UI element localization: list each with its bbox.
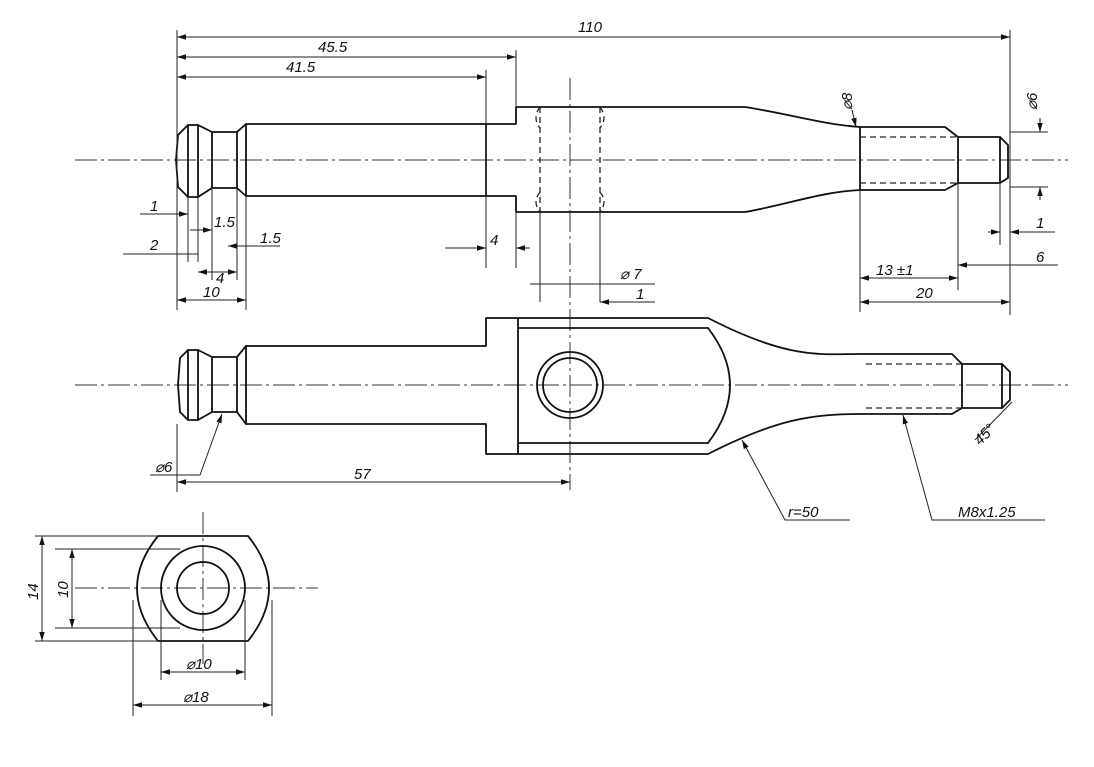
hidden-hole-chamfer	[599, 106, 605, 213]
dim-2: 2	[149, 237, 159, 254]
dim-dia-8: ⌀8	[839, 92, 856, 110]
dim-radius: r=50	[788, 504, 819, 521]
dim-57: 57	[354, 466, 371, 483]
dim-6: 6	[1036, 249, 1045, 266]
dim-4-step: 4	[490, 232, 498, 249]
dimension-texts: 110 45.5 41.5 ⌀8 ⌀6 1 2 1.5 1.5 4 10 4 ⌀…	[25, 19, 1045, 706]
end-circle-outer	[160, 545, 246, 631]
fork-end-arc	[707, 327, 731, 444]
dim-13: 13 ±1	[876, 262, 913, 279]
end-view-outline	[136, 535, 270, 642]
front-shank	[245, 317, 1011, 455]
cross-hole-inner	[542, 357, 598, 413]
dim-dia-18: ⌀18	[183, 689, 209, 706]
dim-1-hole: 1	[636, 286, 644, 303]
top-shank	[245, 106, 1009, 213]
dim-overall-length: 110	[578, 19, 603, 36]
dim-1-tip: 1	[1036, 215, 1044, 232]
dim-chamfer: 45°	[971, 421, 999, 449]
top-head-outline	[175, 124, 238, 198]
cross-hole-outer	[536, 351, 604, 419]
end-view	[75, 512, 318, 664]
dim-14: 14	[25, 583, 42, 600]
dim-10-end: 10	[55, 581, 72, 598]
hidden-hole-chamfer	[535, 106, 541, 213]
dimension-lines	[35, 30, 1058, 716]
dim-1-5-a: 1.5	[214, 214, 236, 231]
dim-4-groove: 4	[216, 270, 224, 287]
top-view	[75, 78, 1068, 490]
dim-dia-6-tip: ⌀6	[1024, 92, 1041, 110]
front-shank-step	[236, 345, 247, 425]
front-head-outline	[177, 349, 238, 421]
dim-thread: M8x1.25	[958, 504, 1016, 521]
top-shank-step	[236, 123, 247, 197]
dim-dia-6-head: ⌀6	[155, 459, 173, 476]
front-view	[75, 317, 1068, 455]
dim-dia-10: ⌀10	[186, 656, 212, 673]
dim-1-5-b: 1.5	[260, 230, 282, 247]
dim-45-5: 45.5	[318, 39, 348, 56]
end-circle-inner	[176, 561, 230, 615]
dim-1-left: 1	[150, 198, 158, 215]
dim-20: 20	[915, 285, 933, 302]
dim-10-head: 10	[203, 284, 220, 301]
dim-41-5: 41.5	[286, 59, 316, 76]
dim-dia-7: ⌀ 7	[620, 266, 642, 283]
